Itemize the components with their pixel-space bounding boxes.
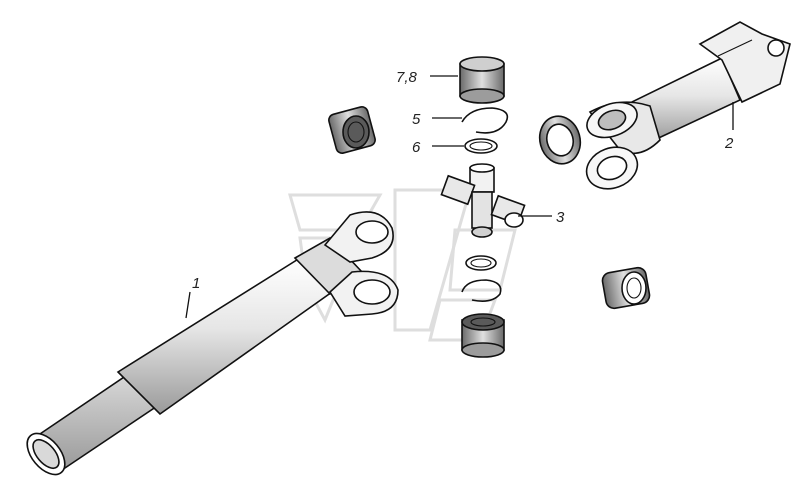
- seal-ring-lower: [465, 255, 497, 271]
- bearing-cup-right: [601, 266, 651, 310]
- universal-joint-cross-part-3: [440, 163, 526, 238]
- callout-6: 6: [412, 139, 421, 156]
- driveshaft-part-2: [538, 21, 791, 190]
- snap-ring-lower: [461, 279, 502, 302]
- callout-7-8: 7,8: [396, 69, 418, 86]
- bearing-cup-lower: [461, 313, 505, 358]
- driveshaft-part-1: [26, 211, 399, 476]
- snap-ring-part-5: [461, 107, 509, 134]
- callout-3: 3: [556, 209, 565, 226]
- callout-1: 1: [192, 275, 200, 292]
- leader-lines: [185, 75, 734, 319]
- seal-ring-part-6: [464, 138, 498, 154]
- bearing-cap-part-7-8: [459, 56, 505, 104]
- callout-2: 2: [724, 135, 734, 152]
- callout-5: 5: [412, 111, 421, 128]
- bearing-cup-upper-left: [328, 106, 376, 154]
